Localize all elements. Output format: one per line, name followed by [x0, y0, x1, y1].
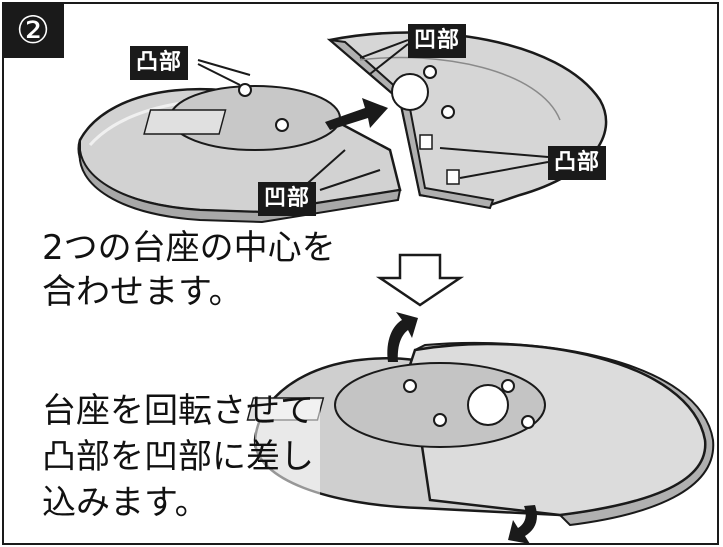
assembled-base-bottom: [246, 341, 715, 527]
label-convex-top-left: 凸部: [130, 46, 189, 80]
instruction-step1: 2つの台座の中心を 合わせます。: [42, 228, 336, 312]
join-arrow: [325, 98, 388, 130]
down-arrow-icon: [375, 253, 465, 307]
instruction-step2: 台座を回転させて 凸部を凹部に差し 込みます。: [42, 391, 314, 523]
rotate-down-arrow-icon: [508, 505, 537, 544]
rotate-up-arrow-icon: [387, 312, 418, 362]
leader-lines-top: [197, 39, 549, 191]
left-base-half-top: [77, 83, 402, 224]
step-number-badge: ②: [2, 2, 64, 58]
right-base-half-top: [326, 31, 608, 210]
label-concave-top-right: 凹部: [408, 24, 467, 58]
label-convex-right: 凸部: [548, 146, 607, 180]
label-concave-bottom-left: 凹部: [258, 182, 317, 216]
